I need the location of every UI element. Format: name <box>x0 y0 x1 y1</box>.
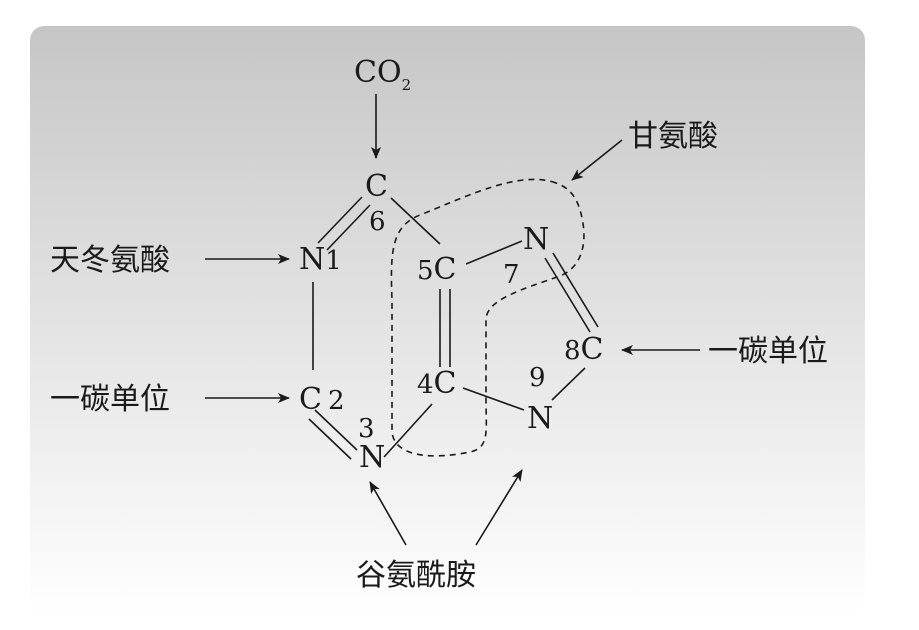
bond-n7-c8-second <box>552 252 599 328</box>
atom-n3-number: 3 <box>358 414 375 444</box>
bond-c2-n3 <box>314 409 358 451</box>
bond-c8-n9 <box>551 367 586 401</box>
arrow-glutamine-to-n9 <box>475 469 523 546</box>
atom-n7-element: N <box>523 222 549 257</box>
arrow-glycine-to-region <box>571 139 623 181</box>
ring-bonds <box>308 196 599 460</box>
glycine-region-outline <box>390 178 585 457</box>
atom-n9-element: N <box>527 401 553 436</box>
bond-c4-n9 <box>462 387 525 411</box>
atom-c5: 5C <box>417 252 457 287</box>
label-one-carbon-left: 一碳单位 <box>50 382 170 417</box>
atom-n1: N1 <box>299 242 342 277</box>
bond-n3-c4 <box>383 403 433 458</box>
label-glycine: 甘氨酸 <box>628 119 718 154</box>
bond-n7-c8 <box>544 257 591 333</box>
atom-c6-number: 6 <box>369 207 386 237</box>
bond-c6-n1-second <box>326 204 371 251</box>
bond-c6-c5 <box>390 197 441 245</box>
background-panel <box>30 26 865 616</box>
arrow-glutamine-to-n3 <box>369 481 407 546</box>
label-glutamine: 谷氨酰胺 <box>356 558 476 593</box>
atom-n7-number: 7 <box>503 260 520 290</box>
co2-label: CO2 <box>354 55 411 94</box>
label-one-carbon-right: 一碳单位 <box>708 334 828 369</box>
atom-c6-element: C <box>365 169 388 204</box>
bond-c6-n1 <box>317 196 363 244</box>
atom-n3-element: N <box>359 440 385 475</box>
bond-c5-n7 <box>465 240 523 265</box>
source-arrows <box>205 94 700 546</box>
label-aspartate: 天冬氨酸 <box>50 243 170 278</box>
atom-c4: 4C <box>417 366 457 401</box>
atom-n9-number: 9 <box>529 363 546 393</box>
atom-c8: 8C <box>564 332 604 367</box>
bond-c2-n3-second <box>308 418 352 460</box>
